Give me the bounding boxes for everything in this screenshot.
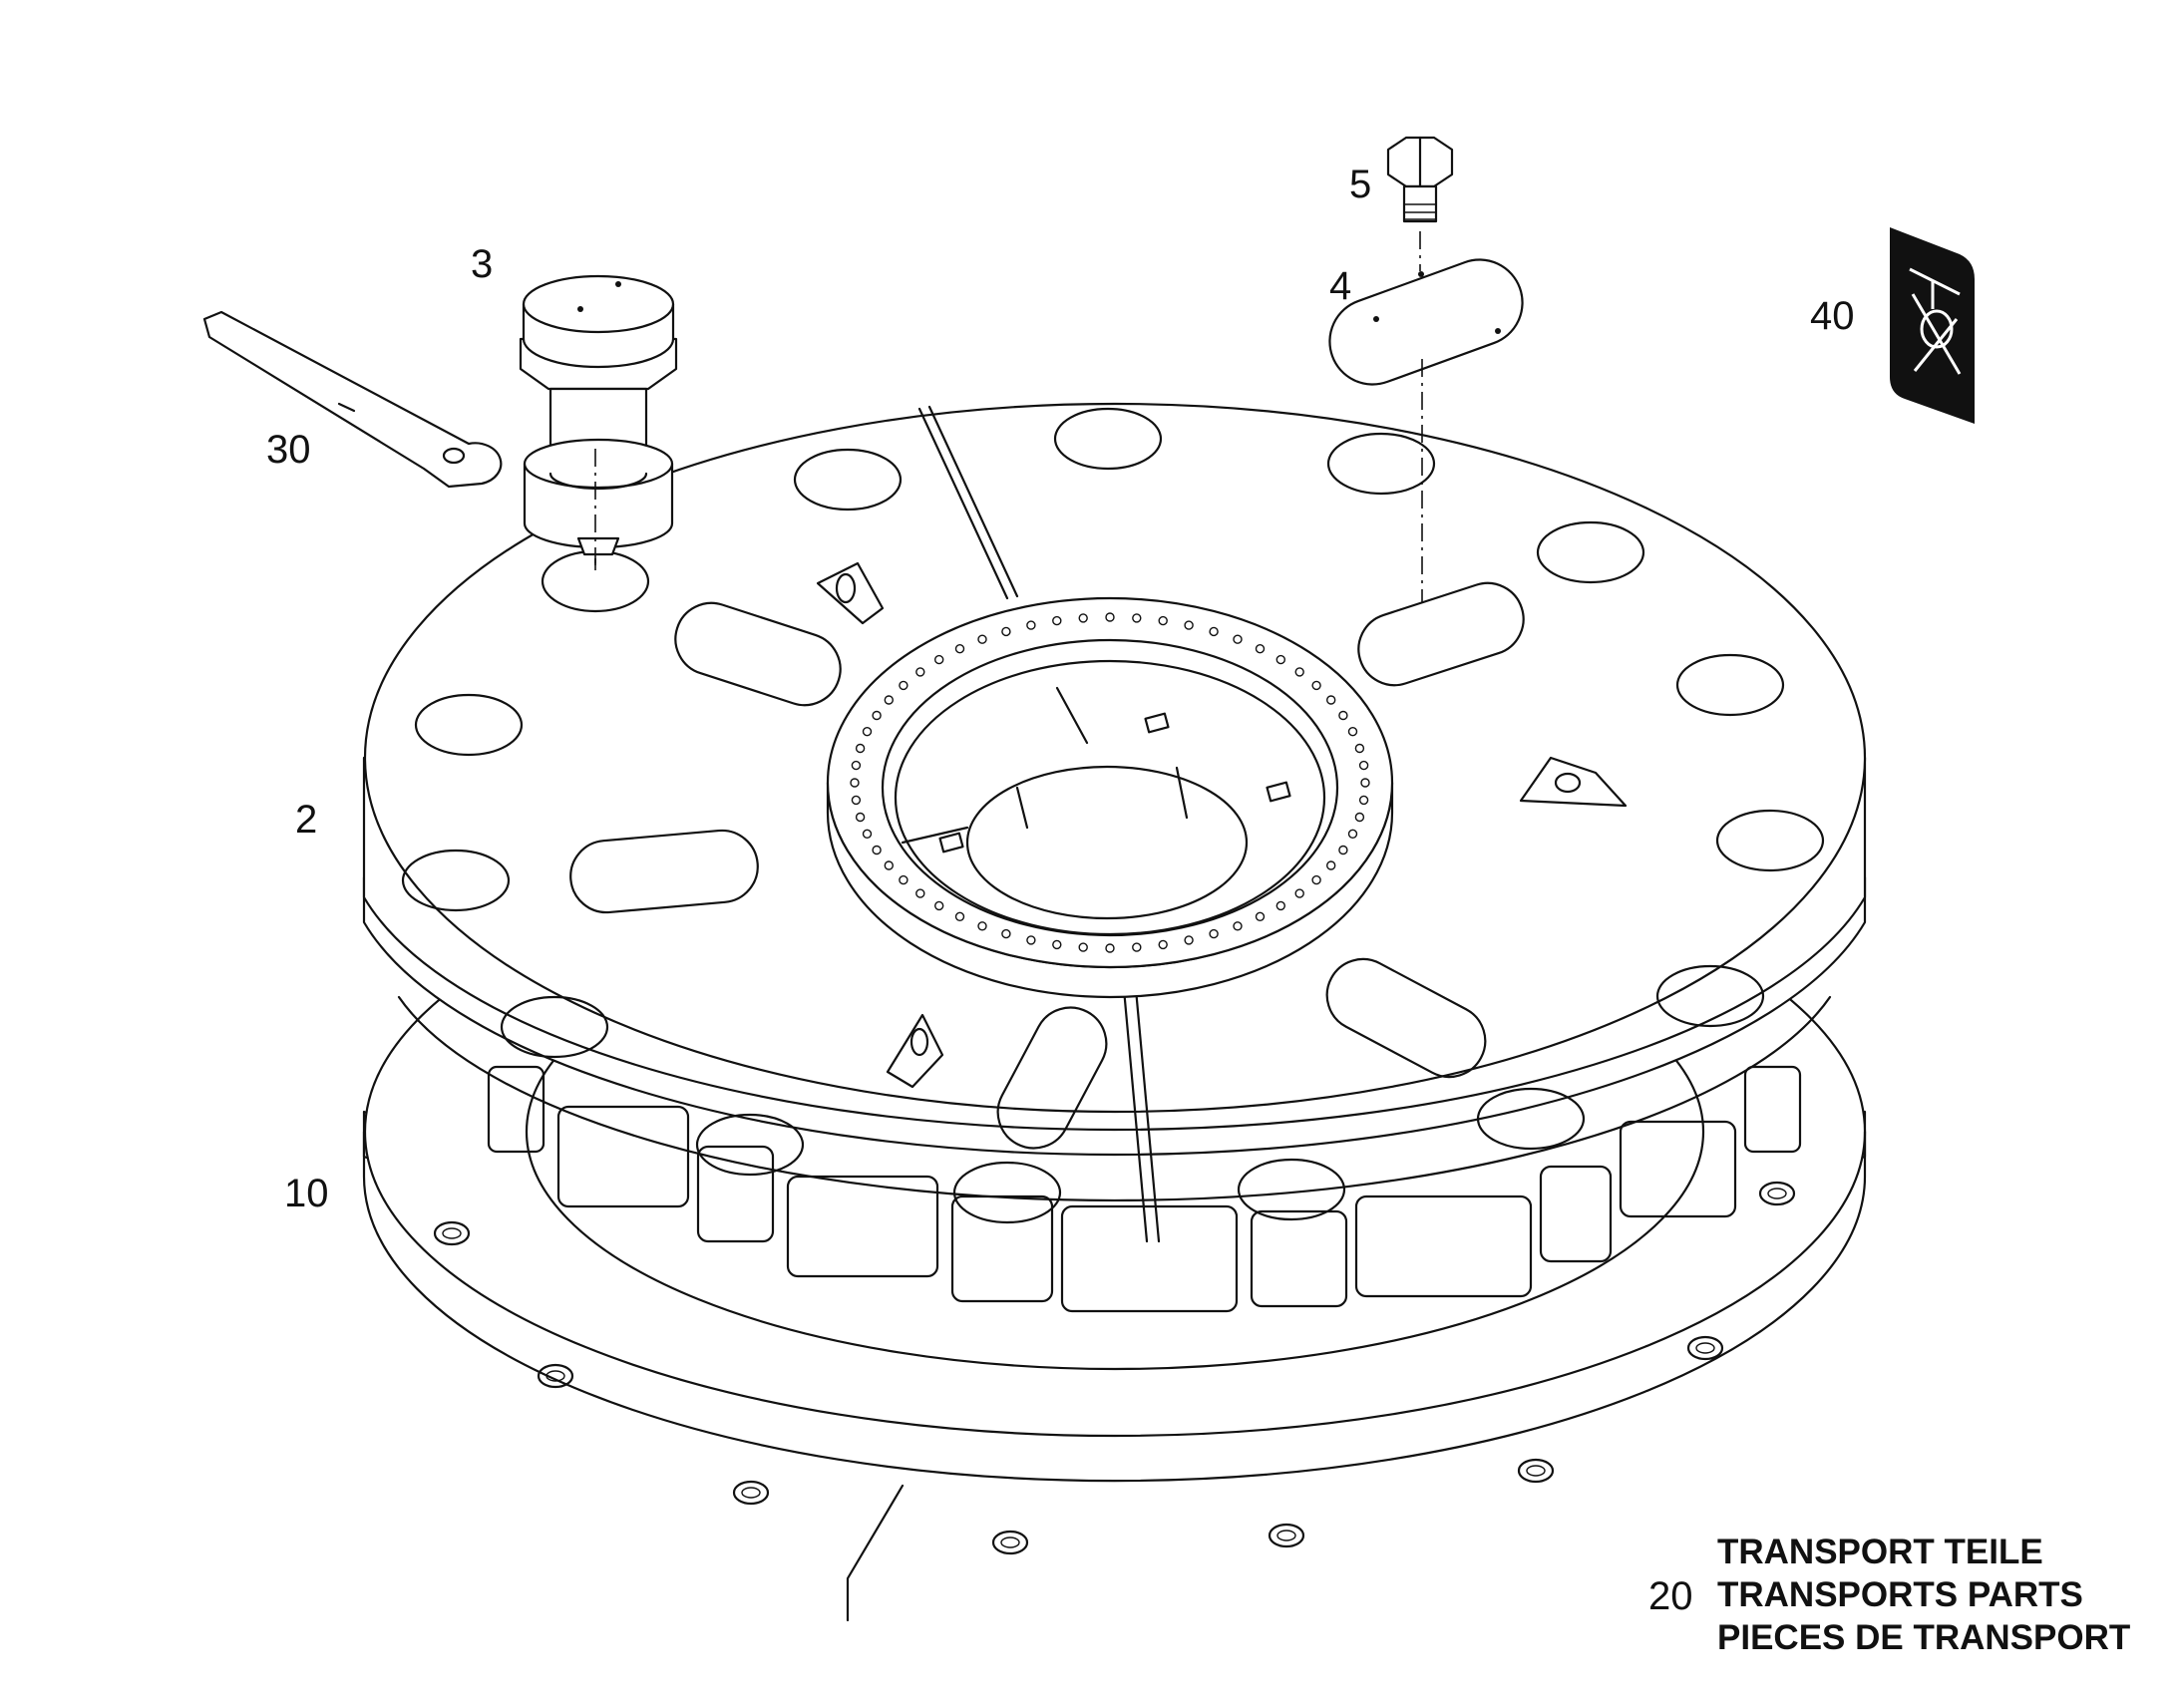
part-2-hub-disc — [362, 402, 1867, 1313]
flange-bolt-hole — [934, 900, 944, 911]
flange-bolt-hole — [1255, 911, 1266, 921]
flange-bolt-hole — [1358, 760, 1369, 771]
flange-bolt-hole — [1311, 874, 1321, 885]
flange-bolt-hole — [1209, 928, 1219, 939]
transport-note-line-de: TRANSPORT TEILE — [1717, 1533, 2043, 1571]
center-bolt-flange — [826, 596, 1394, 999]
flange-bolt-hole — [1158, 615, 1168, 626]
flange-bolt-hole — [977, 921, 987, 931]
part-4-cover-plate — [1328, 258, 1524, 386]
flange-bolt-hole — [1325, 860, 1336, 870]
flange-bolt-hole — [862, 727, 873, 737]
transport-note-line-fr: PIECES DE TRANSPORT — [1717, 1618, 2130, 1657]
flange-bolt-hole — [1233, 634, 1243, 644]
flange-bolt-hole — [884, 860, 894, 870]
flange-bolt-hole — [1294, 888, 1304, 898]
flange-bolt-hole — [1325, 695, 1336, 705]
flange-bolt-hole — [977, 634, 987, 644]
flange-bolt-hole — [1255, 644, 1266, 654]
flange-bolt-hole — [1354, 812, 1365, 823]
flange-bolt-hole — [1338, 845, 1348, 855]
flange-bolt-hole — [1001, 928, 1011, 939]
flange-bolt-hole — [1347, 829, 1358, 839]
callout-labels: 3 5 4 40 30 2 10 — [266, 163, 1855, 1215]
callout-30: 30 — [266, 428, 311, 472]
flange-bolt-hole — [1105, 612, 1115, 622]
callout-40: 40 — [1810, 294, 1855, 338]
flange-bolt-hole — [1132, 613, 1142, 623]
flange-bolt-hole — [1311, 680, 1321, 691]
part-40-label-plate — [1890, 227, 1975, 424]
flange-bolt-hole — [915, 888, 925, 898]
flange-bolt-hole — [855, 812, 866, 823]
part-5-hex-bolt — [1386, 136, 1454, 223]
flange-bolt-hole — [1026, 620, 1036, 630]
flange-bolt-hole — [934, 654, 944, 665]
callout-4: 4 — [1329, 264, 1351, 308]
callout-20: 20 — [1648, 1574, 1693, 1618]
callout-2: 2 — [295, 798, 317, 842]
drum-rib-pockets — [487, 1065, 1802, 1313]
base-ring-holes — [433, 1181, 1796, 1555]
flange-bolt-hole — [872, 710, 882, 721]
flange-bolt-hole — [1184, 620, 1194, 630]
flange-bolt-hole — [1052, 939, 1062, 950]
callout-3: 3 — [471, 242, 493, 286]
flange-bolt-hole — [1052, 615, 1062, 626]
flange-bolt-hole — [1358, 795, 1369, 806]
part-30-wrench — [202, 310, 503, 489]
flange-bolt-hole — [954, 644, 965, 654]
flange-bolt-hole — [850, 778, 860, 788]
flange-bolt-hole — [1354, 743, 1365, 754]
flange-bolt-hole — [1360, 778, 1370, 788]
flange-bolt-hole — [1078, 613, 1088, 623]
flange-bolt-hole — [1184, 935, 1194, 945]
transport-parts-note: 20 TRANSPORT TEILE TRANSPORTS PARTS PIEC… — [1648, 1533, 2130, 1657]
flange-bolt-hole — [862, 829, 873, 839]
flange-bolt-hole — [1275, 654, 1286, 665]
flange-bolt-hole — [851, 760, 862, 771]
transport-note-line-en: TRANSPORTS PARTS — [1717, 1575, 2083, 1614]
flange-bolt-hole — [1026, 935, 1036, 945]
assembly-centerlines — [594, 231, 1423, 603]
flange-bolt-hole — [1132, 942, 1142, 952]
flange-bolt-hole — [1158, 939, 1168, 950]
no-lifting-hook-icon — [1909, 267, 1962, 375]
flange-bolt-circle — [850, 612, 1370, 953]
flange-bolt-hole — [915, 667, 925, 677]
flange-bolt-hole — [1233, 921, 1243, 931]
disc-round-holes — [401, 407, 1825, 1224]
flange-bolt-hole — [884, 695, 894, 705]
flange-bolt-hole — [1105, 943, 1115, 953]
flange-bolt-hole — [1347, 727, 1358, 737]
flange-bolt-hole — [855, 743, 866, 754]
flange-bolt-hole — [954, 911, 965, 921]
flange-bolt-hole — [899, 680, 908, 691]
flange-bolt-hole — [1294, 667, 1304, 677]
flange-bolt-hole — [851, 795, 862, 806]
flange-bolt-hole — [1338, 710, 1348, 721]
lifting-lugs — [816, 561, 1628, 1089]
callout-5: 5 — [1349, 163, 1371, 206]
flange-bolt-hole — [1001, 626, 1011, 637]
part-3-plug — [519, 274, 678, 556]
flange-bolt-hole — [899, 874, 908, 885]
flange-bolt-hole — [1078, 942, 1088, 952]
flange-bolt-hole — [872, 845, 882, 855]
callout-10: 10 — [284, 1172, 329, 1215]
flange-bolt-hole — [1209, 626, 1219, 637]
flange-bolt-hole — [1275, 900, 1286, 911]
disc-slotted-holes — [569, 581, 1525, 1150]
